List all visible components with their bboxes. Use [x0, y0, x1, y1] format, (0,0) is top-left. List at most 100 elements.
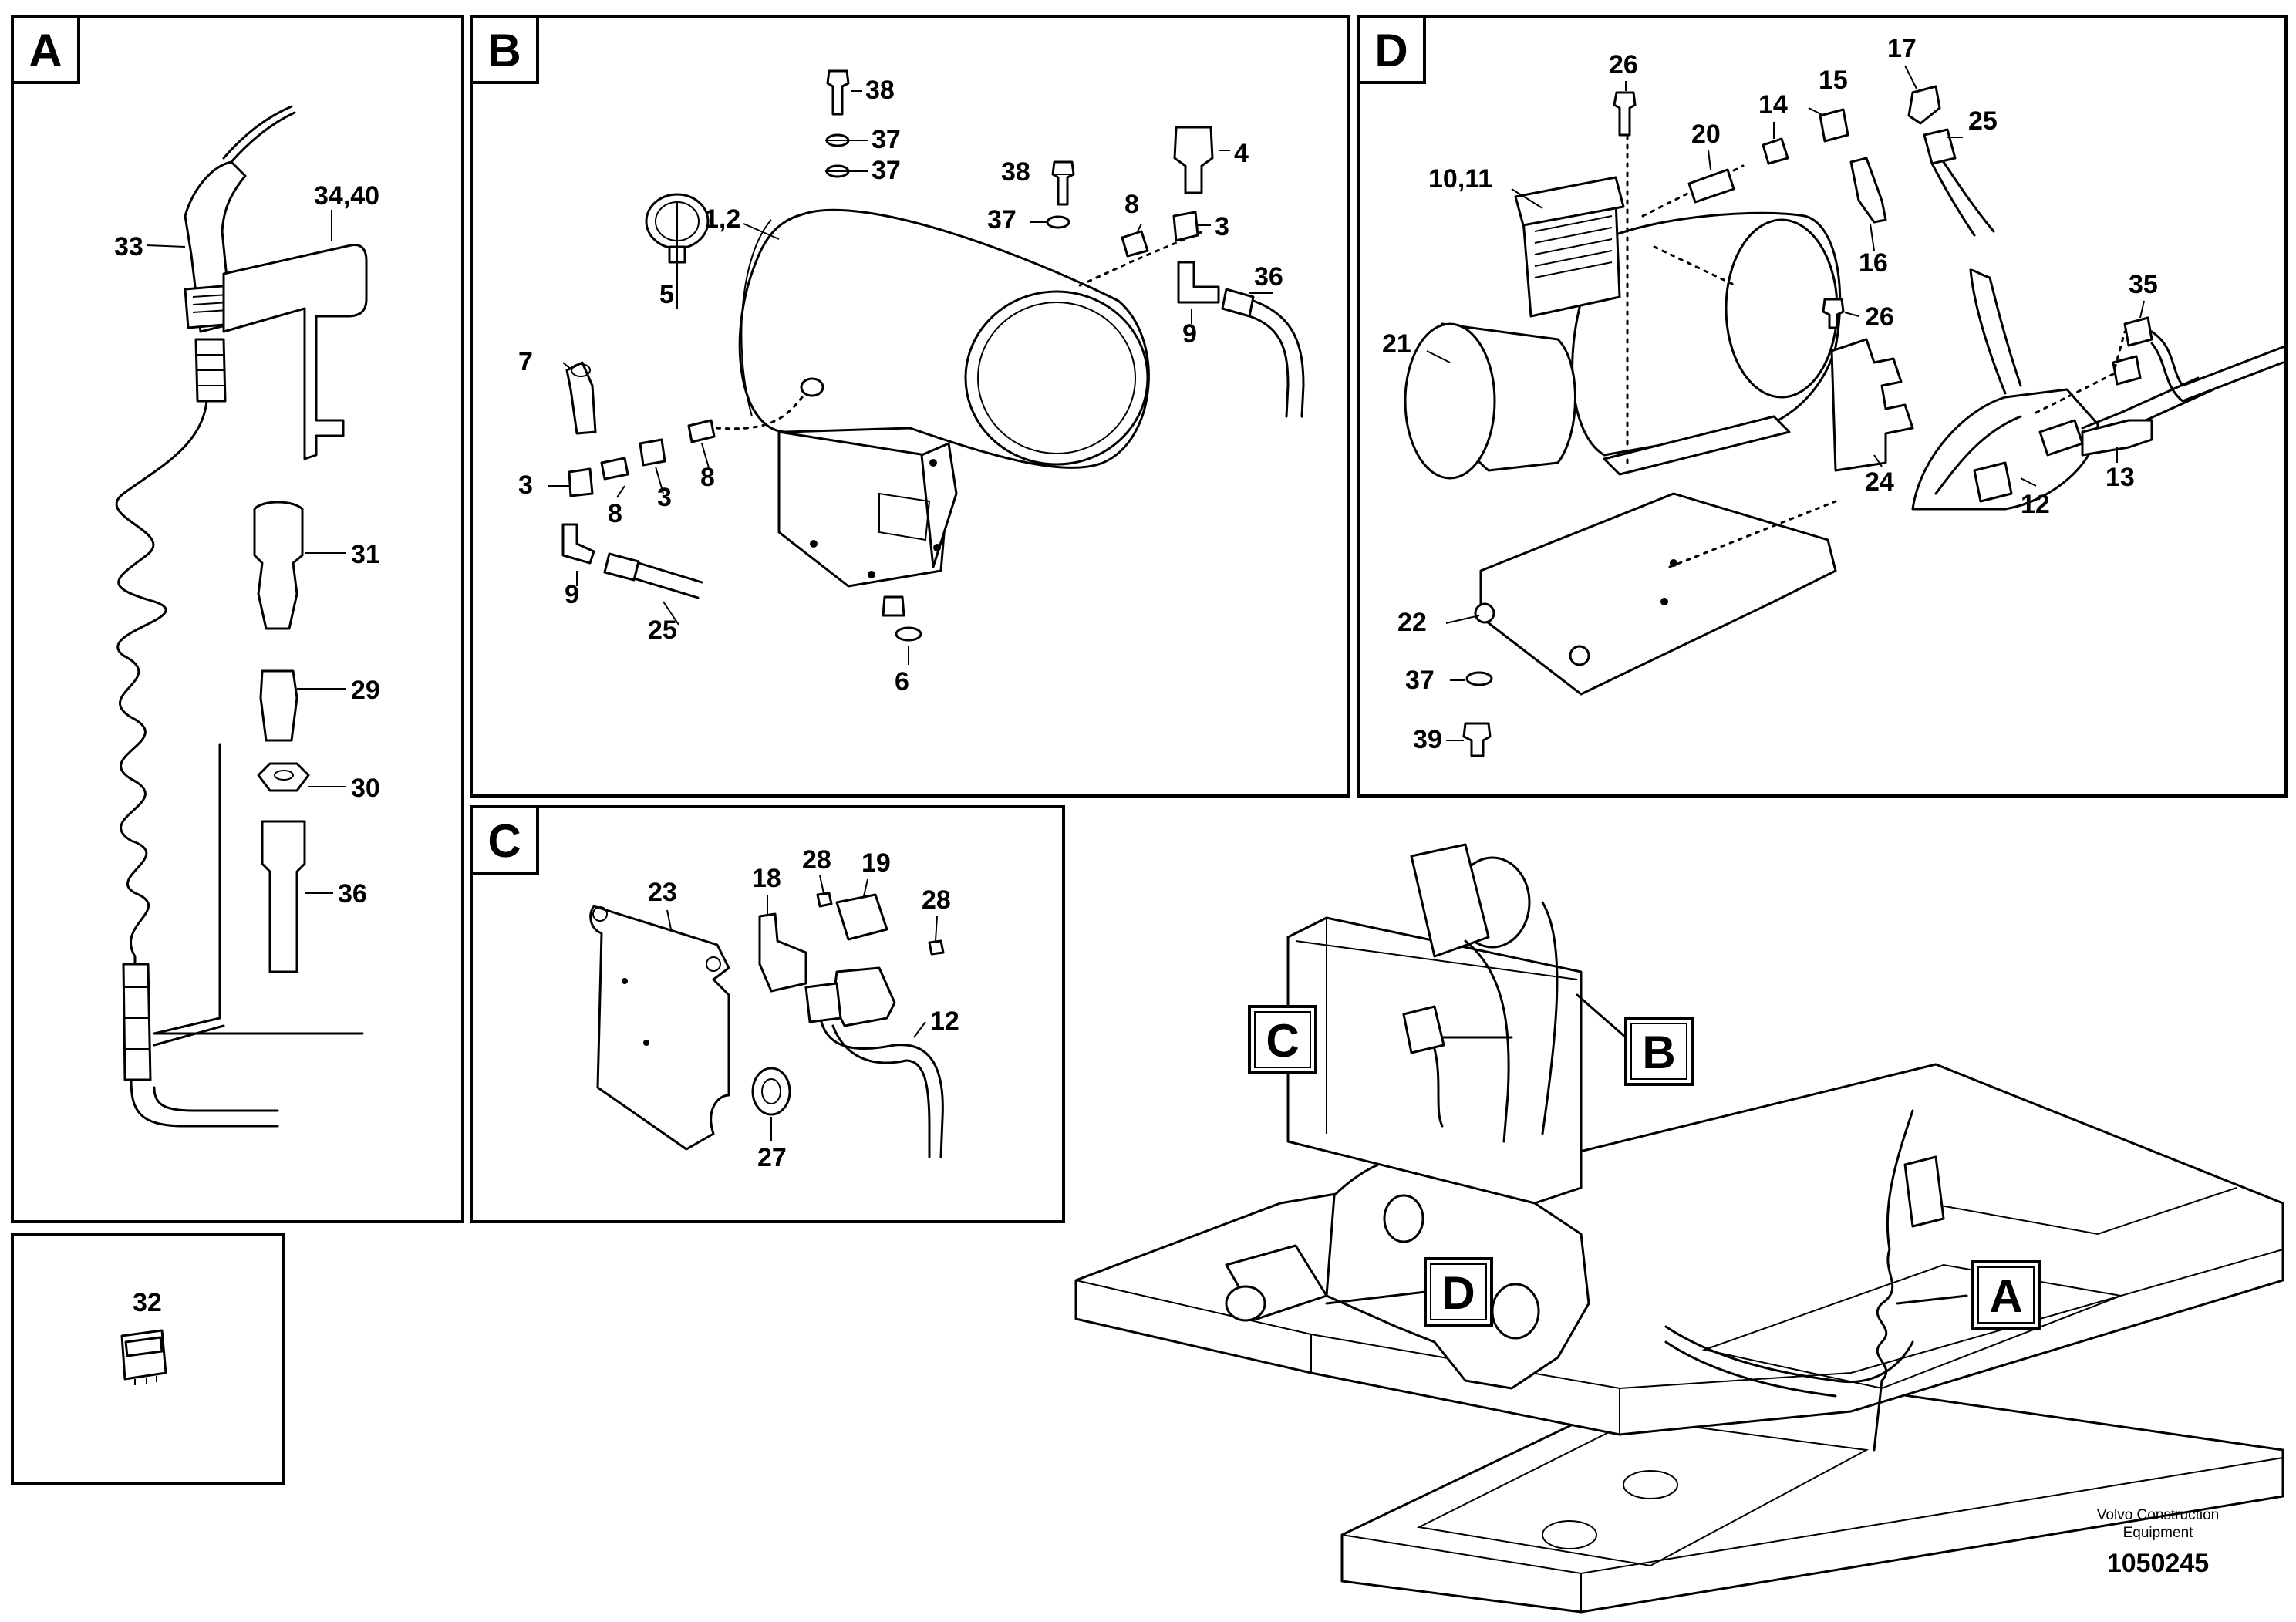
overview-callout-c: C — [1248, 1005, 1317, 1074]
part-12-wiring-harness — [1911, 388, 2099, 511]
label-37-2: 37 — [872, 156, 901, 185]
part-3-tee-left — [568, 467, 594, 497]
overview-callout-a: A — [1971, 1260, 2041, 1330]
label-16: 16 — [1859, 248, 1888, 278]
part-24-bracket — [1830, 338, 1914, 472]
relay-socket — [831, 966, 896, 1027]
part-39-bolt — [1462, 722, 1492, 757]
part-32-rocker-switch — [120, 1329, 167, 1385]
panel-b-drawing — [561, 69, 1305, 642]
label-30: 30 — [351, 774, 380, 803]
label-36-a: 36 — [338, 879, 367, 909]
part-37-washer-3 — [1046, 215, 1070, 229]
section-label-a: A — [11, 15, 80, 84]
section-label-b: B — [470, 15, 539, 84]
part-37-washer-d — [1465, 671, 1493, 686]
section-label-c: C — [470, 805, 539, 875]
panel-c-frame — [470, 805, 1065, 1223]
label-27: 27 — [757, 1143, 787, 1172]
label-5: 5 — [659, 280, 674, 309]
label-4: 4 — [1234, 139, 1249, 168]
panel-d-drawing — [1404, 85, 2284, 757]
callout-b-leader — [1576, 993, 1627, 1039]
part-3-tee-mid — [639, 438, 666, 467]
label-12-d: 12 — [2021, 490, 2050, 519]
label-31: 31 — [351, 540, 380, 569]
machine-frame-overview — [1074, 843, 2284, 1614]
label-3-left: 3 — [518, 470, 533, 500]
label-9-right: 9 — [1182, 319, 1197, 349]
part-22-mounting-plate — [1479, 492, 1837, 696]
label-6: 6 — [895, 667, 909, 696]
label-8-mid: 8 — [700, 463, 715, 492]
hose-end-fitting — [122, 963, 152, 1081]
part-23-relay-bracket — [589, 905, 730, 1151]
part-28-screw-2 — [928, 939, 945, 956]
panel-small-frame — [11, 1233, 285, 1485]
part-3-tee-right — [1172, 211, 1199, 242]
part-36-hose — [261, 820, 306, 973]
label-38-right: 38 — [1001, 157, 1030, 187]
compressor-cooling-fins — [1514, 176, 1625, 227]
part-15-tee — [1819, 108, 1849, 143]
part-6-drain-plug — [882, 595, 905, 617]
label-37-1: 37 — [872, 125, 901, 154]
part-8-fitting-left — [600, 457, 629, 481]
callout-a-leader — [1896, 1294, 1968, 1305]
part-25-hose-end — [1923, 128, 1957, 165]
part-31-fitting — [253, 501, 304, 630]
svg-text:D: D — [1441, 1267, 1475, 1319]
label-33: 33 — [114, 232, 143, 261]
label-8-left: 8 — [608, 499, 622, 528]
label-18: 18 — [752, 864, 781, 893]
overview-relay — [1402, 1005, 1445, 1054]
part-38-bolt-right — [1051, 160, 1075, 206]
overview-coiled-hose — [1873, 1109, 1914, 1452]
svg-text:C: C — [487, 815, 521, 867]
label-14: 14 — [1758, 90, 1788, 120]
svg-text:D: D — [1374, 25, 1408, 76]
part-4-valve — [1173, 126, 1214, 194]
label-8-right: 8 — [1124, 190, 1139, 219]
part-16-pressure-switch — [1849, 157, 1887, 224]
part-27-grommet — [751, 1067, 791, 1116]
label-37-d: 37 — [1405, 666, 1435, 695]
label-21: 21 — [1382, 329, 1411, 359]
part-9-elbow-left — [561, 523, 595, 565]
coiled-air-hose — [115, 400, 208, 962]
panel-c-drawing — [589, 892, 945, 1158]
label-37-3: 37 — [987, 205, 1017, 234]
overview-callout-b: B — [1624, 1017, 1694, 1086]
label-28-1: 28 — [802, 845, 831, 875]
svg-text:C: C — [1266, 1015, 1299, 1067]
label-1-2: 1,2 — [704, 204, 740, 234]
callout-d-leader — [1325, 1290, 1427, 1305]
label-35: 35 — [2129, 270, 2158, 299]
part-7-safety-valve — [565, 361, 597, 435]
upper-deck — [1074, 1063, 2284, 1436]
part-14-fitting — [1762, 137, 1789, 165]
svg-text:B: B — [487, 25, 521, 76]
air-gun-nozzle — [222, 105, 293, 160]
part-19-relay — [835, 893, 888, 941]
label-7: 7 — [518, 347, 533, 376]
part-18-relay-holder — [758, 912, 807, 993]
part-8-fitting-mid — [687, 419, 716, 443]
label-32: 32 — [133, 1288, 162, 1317]
svg-text:A: A — [1989, 1270, 2022, 1322]
credit-line-2: Equipment — [2123, 1525, 2194, 1541]
label-28-2: 28 — [922, 885, 951, 915]
label-23: 23 — [648, 878, 677, 907]
part-25-hose-fitting — [603, 552, 640, 582]
label-26-side: 26 — [1865, 302, 1894, 332]
part-29-adapter — [259, 669, 298, 742]
label-24: 24 — [1865, 467, 1894, 497]
part-13-cable-tie — [2081, 419, 2153, 457]
part-30-nut — [257, 762, 310, 792]
label-19: 19 — [861, 848, 891, 878]
label-22: 22 — [1397, 608, 1427, 637]
hanger-bracket — [222, 243, 368, 460]
part-26-bolt-top — [1613, 91, 1637, 137]
label-39: 39 — [1413, 725, 1442, 754]
